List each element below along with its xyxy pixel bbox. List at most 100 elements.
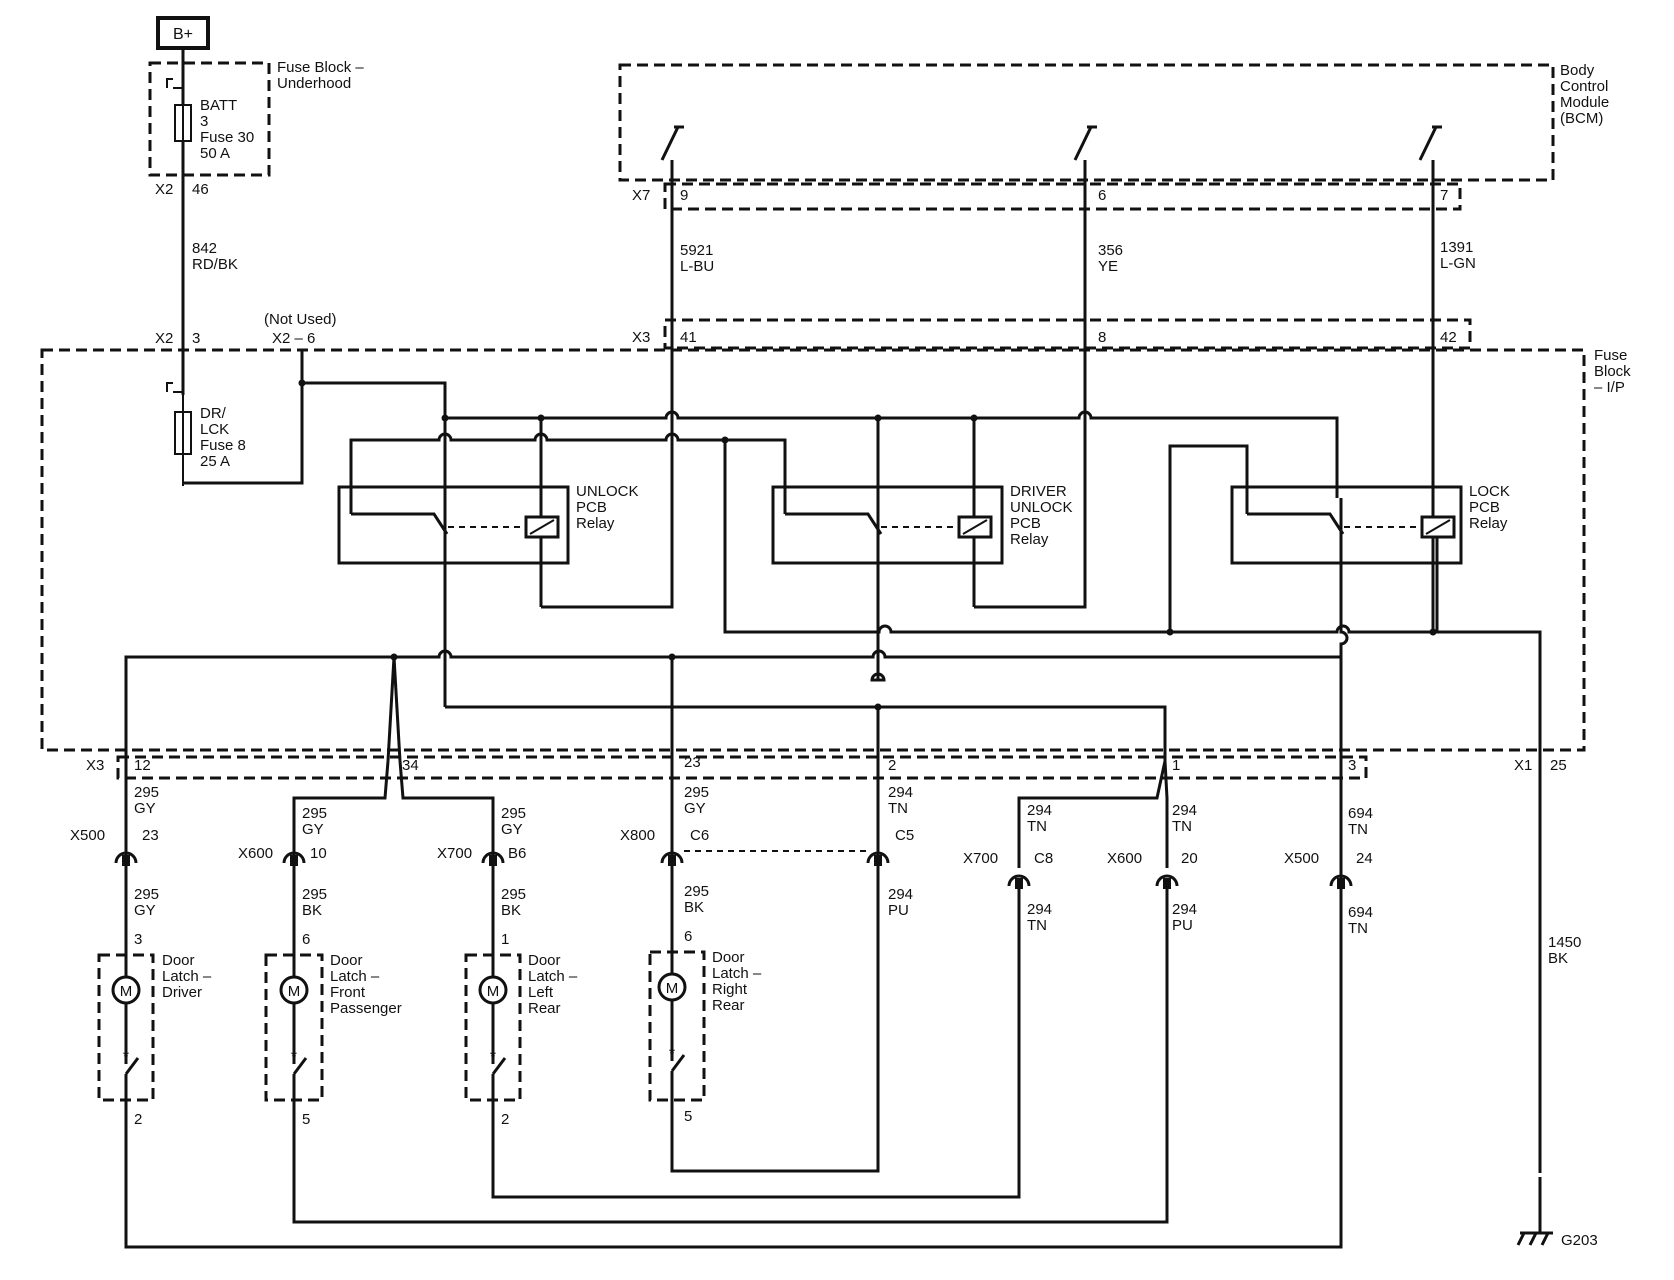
svg-text:1450: 1450 (1548, 934, 1581, 951)
svg-text:Module: Module (1560, 94, 1609, 111)
ip-x3-connector (663, 318, 1472, 350)
svg-text:BK: BK (302, 902, 322, 919)
bcm-output-switch-icons (660, 125, 1442, 161)
svg-text:Body: Body (1560, 62, 1595, 79)
svg-text:Latch –: Latch – (162, 968, 212, 985)
svg-text:23: 23 (684, 754, 701, 771)
svg-text:BATT: BATT (200, 97, 237, 114)
svg-text:1: 1 (1172, 757, 1180, 774)
svg-text:12: 12 (134, 757, 151, 774)
svg-text:6: 6 (684, 928, 692, 945)
fuse-tab-icon (166, 78, 183, 89)
svg-text:295: 295 (684, 784, 709, 801)
upper-wire-labels: 295 GY 295 GY 295 GY 295 GY 294 TN 294 T… (134, 784, 1373, 838)
svg-text:X700: X700 (437, 845, 472, 862)
inline-connector-icons (114, 850, 1353, 889)
svg-text:1391: 1391 (1440, 239, 1473, 256)
svg-text:Latch –: Latch – (712, 965, 762, 982)
svg-text:GY: GY (134, 902, 156, 919)
svg-text:Door: Door (330, 952, 363, 969)
underhood-fuse-labels: BATT 3 Fuse 30 50 A (200, 97, 254, 162)
svg-text:X500: X500 (1284, 850, 1319, 867)
x2-pin-46: 46 (192, 181, 209, 198)
svg-text:295: 295 (302, 886, 327, 903)
svg-text:X3: X3 (86, 757, 104, 774)
underhood-title: Fuse Block – Underhood (277, 59, 364, 92)
svg-text:GY: GY (134, 800, 156, 817)
svg-text:Relay: Relay (576, 515, 615, 532)
door-latch-right-rear: 6 M * 5 Door Latch – Right Rear (648, 928, 762, 1125)
ip-x3-pin-8: 8 (1098, 329, 1106, 346)
svg-text:Relay: Relay (1010, 531, 1049, 548)
svg-text:25 A: 25 A (200, 453, 230, 470)
svg-text:X500: X500 (70, 827, 105, 844)
svg-text:GY: GY (302, 821, 324, 838)
door-latch-driver: 3 M * 2 Door Latch – Driver (97, 931, 212, 1128)
svg-text:294: 294 (1027, 901, 1052, 918)
svg-text:294: 294 (1172, 901, 1197, 918)
svg-text:Fuse 30: Fuse 30 (200, 129, 254, 146)
svg-text:LOCK: LOCK (1469, 483, 1510, 500)
not-used-pin: X2 – 6 (272, 330, 315, 347)
svg-text:5: 5 (684, 1108, 692, 1125)
ip-x3-pin-41: 41 (680, 329, 697, 346)
svg-text:295: 295 (501, 886, 526, 903)
bcm-pin-9: 9 (680, 187, 688, 204)
svg-text:UNLOCK: UNLOCK (1010, 499, 1073, 516)
ground-g203: G203 (1516, 1167, 1598, 1249)
svg-text:X700: X700 (963, 850, 998, 867)
svg-text:BK: BK (1548, 950, 1568, 967)
svg-text:295: 295 (134, 886, 159, 903)
svg-text:Right: Right (712, 981, 748, 998)
svg-text:TN: TN (1027, 917, 1047, 934)
svg-text:– I/P: – I/P (1594, 379, 1625, 396)
svg-text:*: * (490, 1049, 496, 1066)
svg-text:Control: Control (1560, 78, 1608, 95)
unlock-pcb-relay: UNLOCK PCB Relay (337, 418, 639, 607)
svg-text:TN: TN (1027, 818, 1047, 835)
svg-text:PCB: PCB (576, 499, 607, 516)
svg-text:1: 1 (501, 931, 509, 948)
svg-text:Passenger: Passenger (330, 1000, 402, 1017)
svg-text:Door: Door (712, 949, 745, 966)
svg-text:694: 694 (1348, 805, 1373, 822)
svg-text:YE: YE (1098, 258, 1118, 275)
fuse-block-underhood (148, 61, 271, 177)
svg-text:GY: GY (684, 800, 706, 817)
svg-text:25: 25 (1550, 757, 1567, 774)
svg-text:PCB: PCB (1010, 515, 1041, 532)
lower-wire-labels: 295 GY 295 BK 295 BK 295 BK 294 PU 294 T… (134, 883, 1581, 967)
bcm-title: Body Control Module (BCM) (1560, 62, 1609, 127)
ip-x3-pin-42: 42 (1440, 329, 1457, 346)
svg-text:295: 295 (501, 805, 526, 822)
dr-lck-fuse-labels: DR/ LCK Fuse 8 25 A (200, 405, 246, 470)
door-latch-left-rear: 1 M * 2 Door Latch – Left Rear (464, 931, 578, 1128)
wire-842-color: RD/BK (192, 256, 238, 273)
svg-text:TN: TN (888, 800, 908, 817)
svg-text:294: 294 (888, 784, 913, 801)
svg-text:L-BU: L-BU (680, 258, 714, 275)
svg-text:C6: C6 (690, 827, 709, 844)
svg-text:Relay: Relay (1469, 515, 1508, 532)
svg-text:M: M (666, 980, 679, 997)
svg-text:Rear: Rear (528, 1000, 561, 1017)
driver-unlock-pcb-relay: DRIVER UNLOCK PCB Relay (771, 418, 1073, 607)
svg-text:34: 34 (402, 757, 419, 774)
ip-x2-label: X2 (155, 330, 173, 347)
wire-842-circuit: 842 (192, 240, 217, 257)
svg-text:*: * (669, 1046, 675, 1063)
svg-text:*: * (291, 1049, 297, 1066)
svg-text:50 A: 50 A (200, 145, 230, 162)
bcm-x7-connector (663, 182, 1462, 211)
svg-text:PCB: PCB (1469, 499, 1500, 516)
svg-text:3: 3 (200, 113, 208, 130)
bcm-pin-7: 7 (1440, 187, 1448, 204)
svg-text:295: 295 (134, 784, 159, 801)
svg-text:5: 5 (302, 1111, 310, 1128)
bcm-wire-labels: 5921 L-BU 356 YE 1391 L-GN (680, 239, 1476, 275)
bcm-pin-6: 6 (1098, 187, 1106, 204)
svg-text:*: * (123, 1049, 129, 1066)
svg-text:3: 3 (1348, 757, 1356, 774)
svg-text:X600: X600 (1107, 850, 1142, 867)
